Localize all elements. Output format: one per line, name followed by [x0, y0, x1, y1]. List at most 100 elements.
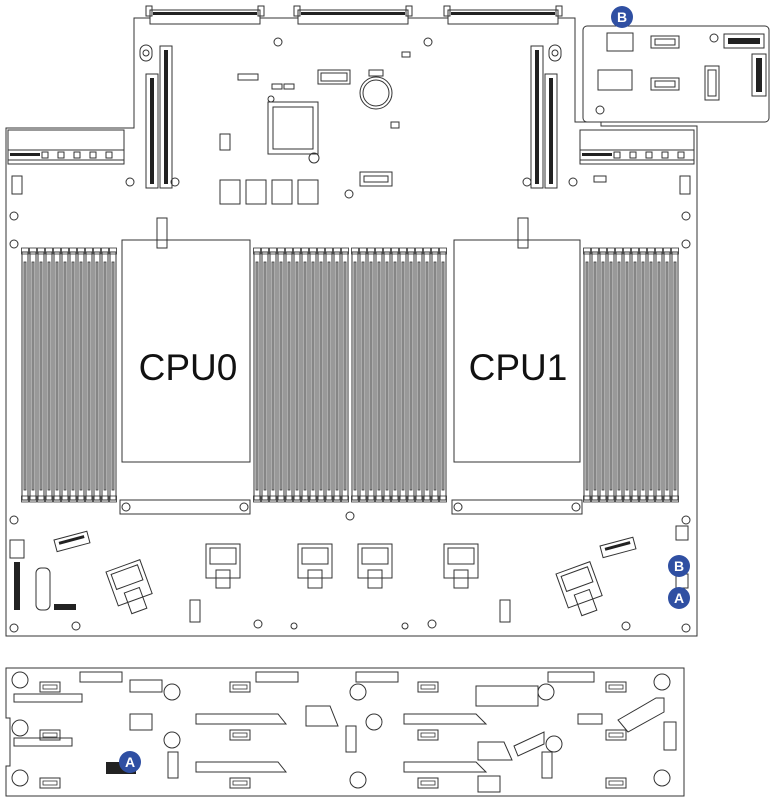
dimm-slot-core [673, 261, 677, 491]
dimm-slot-core [95, 261, 99, 491]
dimm-latch-top [607, 247, 615, 255]
dimm-latch-top [367, 247, 375, 255]
keyhole-right [548, 44, 562, 62]
dimm-latch-top [85, 247, 93, 255]
vertical-drive-connector [345, 725, 357, 753]
dimm-slot-core [417, 261, 421, 491]
dimm-latch-bottom [431, 495, 439, 503]
dimm-latch-top [359, 247, 367, 255]
svg-text:B: B [617, 9, 627, 25]
dimm-latch-top [269, 247, 277, 255]
backplane-shapes [13, 685, 665, 793]
edge-connector-left [7, 129, 125, 165]
cpu0-label: CPU0 [139, 347, 238, 388]
dimm-latch-bottom [647, 495, 655, 503]
dimm-slot-core [649, 261, 653, 491]
dimm-slot-core [441, 261, 445, 491]
dimm-latch-bottom [655, 495, 663, 503]
dimm-latch-bottom [77, 495, 85, 503]
dimm-latch-top [383, 247, 391, 255]
dimm-slot-core [63, 261, 67, 491]
dimm-slot-core [617, 261, 621, 491]
dimm-latch-bottom [415, 495, 423, 503]
dimm-latch-top [301, 247, 309, 255]
keyhole-left [139, 44, 153, 62]
dimm-latch-top [375, 247, 383, 255]
dimm-latch-top [391, 247, 399, 255]
svg-text:A: A [674, 590, 684, 606]
drive-connector-inner [420, 732, 436, 738]
cpu0-socket: CPU0 [121, 239, 251, 463]
pcie-slot-right-2 [544, 73, 558, 189]
dimm-latch-top [293, 247, 301, 255]
vertical-drive-connector [167, 751, 179, 779]
dimm-slot-core [425, 261, 429, 491]
dimm-latch-bottom [423, 495, 431, 503]
motherboard: CPU0 CPU1 [5, 5, 698, 637]
top-connector-right [443, 5, 563, 25]
drive-connector [39, 681, 61, 693]
dimm-latch-bottom [333, 495, 341, 503]
dimm-latch-bottom [53, 495, 61, 503]
dimm-slot-core [393, 261, 397, 491]
dimm-latch-top [663, 247, 671, 255]
dimm-bank-cpu0-right [253, 247, 349, 503]
backplane-board [5, 667, 685, 797]
drive-connector-inner [232, 780, 248, 786]
dimm-latch-bottom [623, 495, 631, 503]
dimm-slot-core [641, 261, 645, 491]
dimm-latch-top [69, 247, 77, 255]
dimm-slot-core [47, 261, 51, 491]
dimm-slot-core [111, 261, 115, 491]
dimm-slot-core [103, 261, 107, 491]
drive-connector-inner [608, 780, 624, 786]
dimm-latch-bottom [109, 495, 117, 503]
dimm-latch-bottom [591, 495, 599, 503]
drive-connector [417, 681, 439, 693]
cmos-battery [359, 69, 393, 110]
dimm-slot-core [625, 261, 629, 491]
dimm-latch-top [423, 247, 431, 255]
dimm-slot-core [263, 261, 267, 491]
dimm-latch-bottom [391, 495, 399, 503]
dimm-latch-top [285, 247, 293, 255]
dimm-latch-top [261, 247, 269, 255]
riser-board [582, 25, 770, 123]
dimm-latch-top [93, 247, 101, 255]
dimm-slot-core [79, 261, 83, 491]
drive-connector [417, 777, 439, 789]
svg-text:A: A [125, 754, 135, 770]
dimm-latch-bottom [383, 495, 391, 503]
dimm-latch-bottom [639, 495, 647, 503]
backplane-headers [79, 671, 677, 774]
dimm-latch-bottom [69, 495, 77, 503]
dimm-latch-bottom [309, 495, 317, 503]
slimsas-connectors [105, 543, 603, 617]
dimm-latch-bottom [671, 495, 679, 503]
dimm-latch-top [623, 247, 631, 255]
dimm-latch-top [631, 247, 639, 255]
dimm-slot-core [633, 261, 637, 491]
drive-connectors [39, 681, 627, 789]
drive-connector-inner [608, 684, 624, 690]
screw-holes [9, 37, 691, 633]
dimm-slot-core [593, 261, 597, 491]
dimm-slot-core [353, 261, 357, 491]
dimm-latch-bottom [375, 495, 383, 503]
dimm-slot-core [657, 261, 661, 491]
dimm-latch-top [599, 247, 607, 255]
cpu1-label: CPU1 [469, 347, 568, 388]
bmc-chip [267, 95, 320, 164]
dimm-latch-bottom [439, 495, 447, 503]
marker-b-riser: B [611, 6, 633, 28]
dimm-latch-top [277, 247, 285, 255]
dimm-slot-core [71, 261, 75, 491]
dimm-latch-bottom [367, 495, 375, 503]
dimm-latch-bottom [253, 495, 261, 503]
dimm-latch-top [29, 247, 37, 255]
pcie-slot-right-1 [530, 45, 544, 189]
dimm-latch-bottom [631, 495, 639, 503]
drive-connector-inner [420, 780, 436, 786]
dimm-slot-core [255, 261, 259, 491]
